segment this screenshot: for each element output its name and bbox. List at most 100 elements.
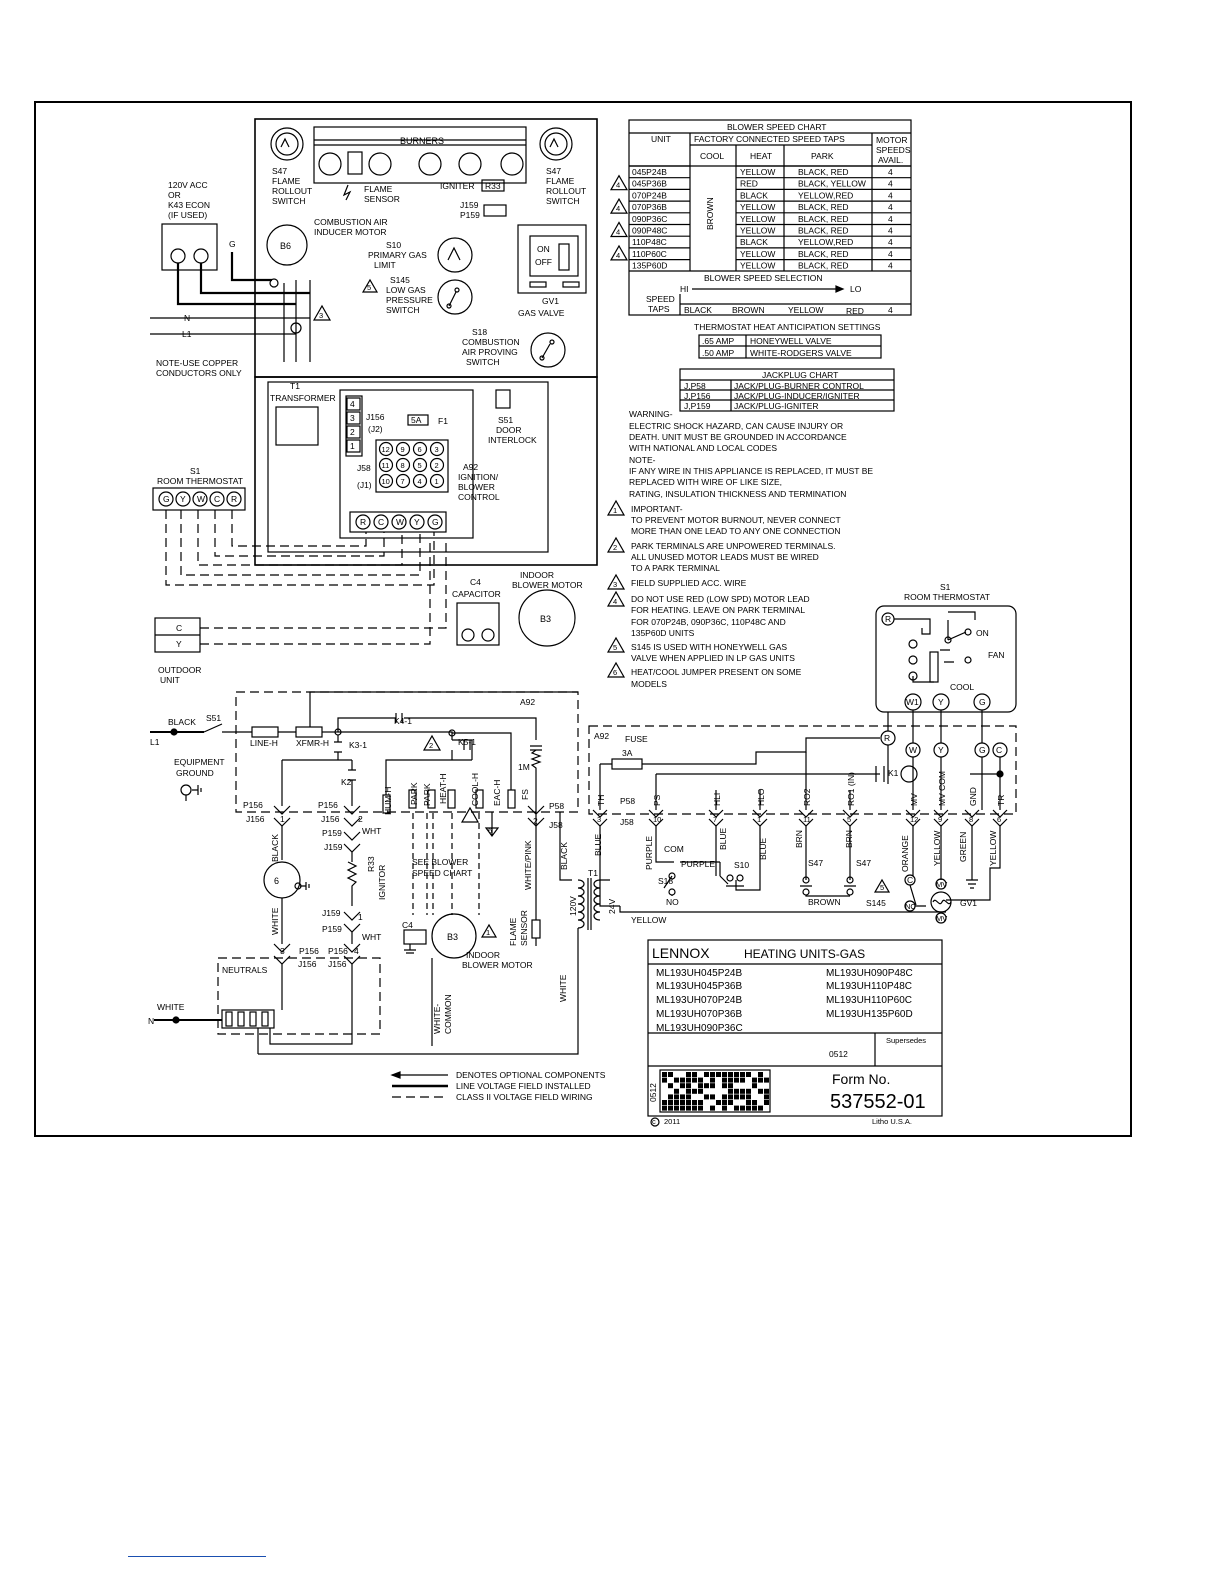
- svg-text:BLUE: BLUE: [718, 827, 728, 850]
- svg-text:ML193UH090P36C: ML193UH090P36C: [656, 1023, 743, 1034]
- terminal-label: MV COM: [937, 771, 947, 806]
- barcode-cell: [680, 1083, 685, 1089]
- barcode-cell: [674, 1105, 679, 1111]
- chart-unit: 135P60D: [632, 261, 667, 271]
- svg-text:J58: J58: [549, 820, 563, 830]
- svg-text:S18: S18: [658, 876, 673, 886]
- svg-text:WHITE/PINK: WHITE/PINK: [523, 840, 533, 890]
- barcode-cell: [740, 1088, 745, 1094]
- svg-text:L1: L1: [150, 737, 160, 747]
- j58-pin: [378, 473, 394, 489]
- svg-text:ML193UH045P36B: ML193UH045P36B: [656, 981, 742, 992]
- svg-text:6: 6: [488, 826, 492, 835]
- svg-text:ELECTRIC SHOCK HAZARD, CAN CAU: ELECTRIC SHOCK HAZARD, CAN CAUSE INJURY …: [629, 421, 843, 431]
- j58-pin-label: 7: [401, 477, 405, 486]
- svg-text:(J1): (J1): [357, 480, 372, 490]
- chart-heat: YELLOW: [740, 202, 775, 212]
- svg-text:ML193UH070P36B: ML193UH070P36B: [656, 1009, 742, 1020]
- svg-text:SPEED: SPEED: [646, 294, 675, 304]
- barcode-cell: [686, 1094, 691, 1100]
- svg-text:COOL-H: COOL-H: [470, 773, 480, 806]
- chart-park: BLACK, RED: [798, 214, 849, 224]
- thermostat-terminal-label: C: [214, 494, 220, 504]
- chart-speeds: 4: [888, 167, 893, 177]
- barcode-cell: [740, 1077, 745, 1083]
- thermostat-terminal: [175, 491, 191, 507]
- svg-text:BROWN: BROWN: [732, 305, 765, 315]
- svg-text:BLUE: BLUE: [593, 833, 603, 856]
- barcode-cell: [710, 1077, 715, 1083]
- svg-text:FLAME: FLAME: [508, 917, 518, 946]
- svg-text:P159: P159: [322, 924, 342, 934]
- chart-speeds: 4: [888, 261, 893, 271]
- svg-text:R33: R33: [485, 181, 501, 191]
- svg-text:FLAME: FLAME: [546, 176, 575, 186]
- j58-pin-label: 4: [418, 477, 422, 486]
- svg-text:0512: 0512: [829, 1049, 848, 1059]
- terminal-label: RO2: [802, 788, 812, 806]
- svg-text:L1: L1: [182, 329, 192, 339]
- svg-text:GROUND: GROUND: [176, 768, 214, 778]
- transformer: T1 TRANSFORMER: [270, 381, 336, 446]
- barcode-cell: [680, 1100, 685, 1105]
- thermostat-terminal: [209, 491, 225, 507]
- igniter: IGNITER R33: [440, 179, 505, 192]
- svg-text:LO: LO: [850, 284, 862, 294]
- terminal-label: TH: [596, 795, 606, 806]
- j58-pin-label: 3: [435, 445, 439, 454]
- jackplug-table: JACKPLUG CHART J,P58 JACK/PLUG-BURNER CO…: [679, 368, 895, 412]
- barcode-cell: [662, 1105, 667, 1111]
- barcode-cell: [728, 1100, 733, 1105]
- svg-text:IMPORTANT-: IMPORTANT-: [631, 504, 683, 514]
- svg-text:c: c: [652, 1117, 656, 1126]
- svg-text:J156: J156: [328, 959, 347, 969]
- svg-text:IGNITER: IGNITER: [440, 181, 474, 191]
- svg-text:J156: J156: [246, 814, 265, 824]
- svg-text:FS: FS: [520, 789, 530, 800]
- svg-text:Y: Y: [938, 697, 944, 707]
- chart-speeds: 4: [888, 202, 893, 212]
- barcode-cell: [716, 1100, 721, 1105]
- svg-text:5A: 5A: [411, 415, 422, 425]
- barcode-cell: [686, 1072, 691, 1077]
- barcode-cell: [752, 1105, 757, 1111]
- svg-text:BLOWER: BLOWER: [458, 482, 495, 492]
- barcode-cell: [668, 1094, 673, 1100]
- svg-text:JACK/PLUG-BURNER CONTROL: JACK/PLUG-BURNER CONTROL: [734, 381, 864, 391]
- svg-text:VALVE WHEN APPLIED IN LP GAS U: VALVE WHEN APPLIED IN LP GAS UNITS: [631, 653, 795, 663]
- svg-text:J156: J156: [366, 412, 385, 422]
- barcode-cell: [686, 1083, 691, 1089]
- svg-text:CAPACITOR: CAPACITOR: [452, 589, 501, 599]
- svg-text:S145: S145: [390, 275, 410, 285]
- svg-text:BLOWER SPEED SELECTION: BLOWER SPEED SELECTION: [704, 273, 823, 283]
- svg-text:BRN: BRN: [844, 830, 854, 848]
- svg-text:S10: S10: [386, 240, 401, 250]
- svg-text:P156: P156: [299, 946, 319, 956]
- svg-text:AVAIL.: AVAIL.: [878, 155, 903, 165]
- svg-text:LINE-H: LINE-H: [250, 738, 278, 748]
- svg-text:.50 AMP: .50 AMP: [702, 348, 734, 358]
- j58-pin-label: 9: [401, 445, 405, 454]
- barcode-cell: [704, 1083, 709, 1089]
- j58-pin: [429, 441, 445, 457]
- indoor-blower-motor: INDOOR BLOWER MOTOR B3: [512, 570, 583, 647]
- footer-rule: [128, 1556, 266, 1557]
- svg-text:J159: J159: [324, 842, 343, 852]
- svg-text:SWITCH: SWITCH: [546, 196, 580, 206]
- svg-text:COM: COM: [664, 844, 684, 854]
- chart-speeds: 4: [888, 190, 893, 200]
- barcode-cell: [734, 1077, 739, 1083]
- barcode-cell: [668, 1072, 673, 1077]
- svg-text:S47: S47: [272, 166, 287, 176]
- barcode-cell: [692, 1100, 697, 1105]
- svg-text:FACTORY CONNECTED SPEED TAPS: FACTORY CONNECTED SPEED TAPS: [694, 134, 845, 144]
- svg-text:CONDUCTORS ONLY: CONDUCTORS ONLY: [156, 368, 242, 378]
- barcode-cell: [692, 1077, 697, 1083]
- svg-text:XFMR-H: XFMR-H: [296, 738, 329, 748]
- barcode-cell: [680, 1077, 685, 1083]
- thermostat-terminal-label: Y: [180, 494, 186, 504]
- pin-number: 12: [910, 815, 918, 824]
- chart-unit: 110P48C: [632, 237, 667, 247]
